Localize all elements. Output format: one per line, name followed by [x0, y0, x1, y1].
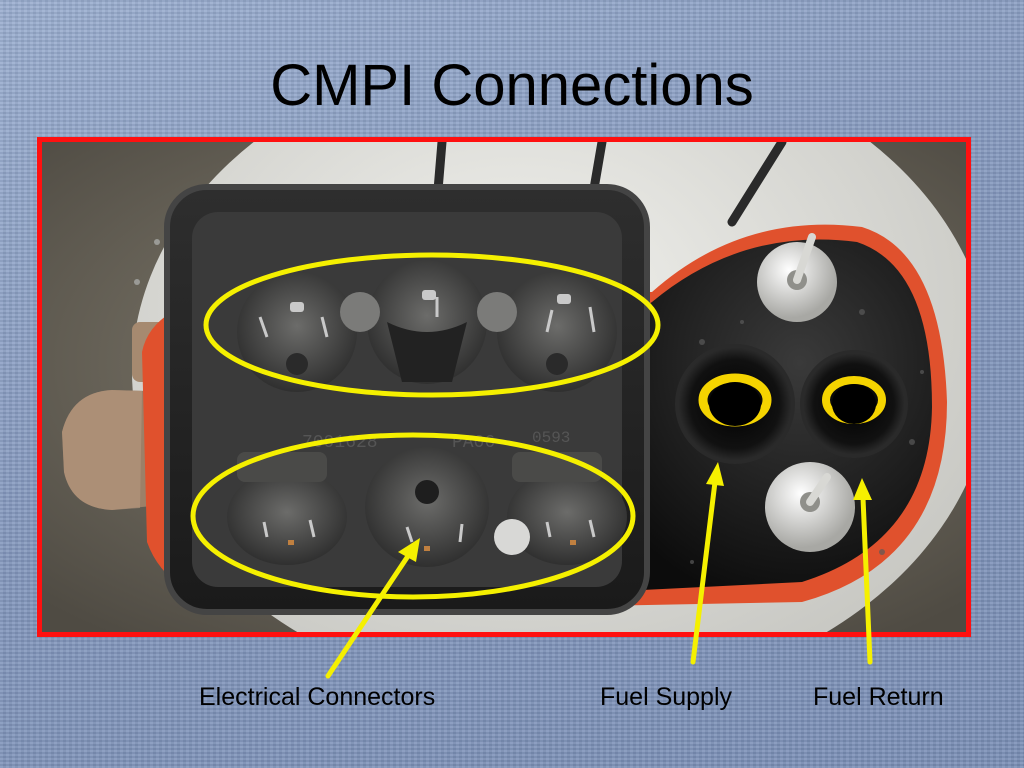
electrical-connectors-caption: Electrical Connectors — [199, 683, 436, 711]
photo-marking-2: PA06 — [452, 433, 495, 453]
connector-photo: 7091628 PA06 0593 — [37, 137, 971, 637]
photo-marking-3: 0593 — [532, 429, 570, 447]
slide-title: CMPI Connections — [270, 53, 754, 118]
fuel-return-caption: Fuel Return — [813, 683, 944, 711]
photo-marking-1: 7091628 — [302, 433, 378, 453]
fuel-supply-caption: Fuel Supply — [600, 683, 733, 711]
connector-photo-illustration: 7091628 PA06 0593 — [42, 142, 966, 632]
